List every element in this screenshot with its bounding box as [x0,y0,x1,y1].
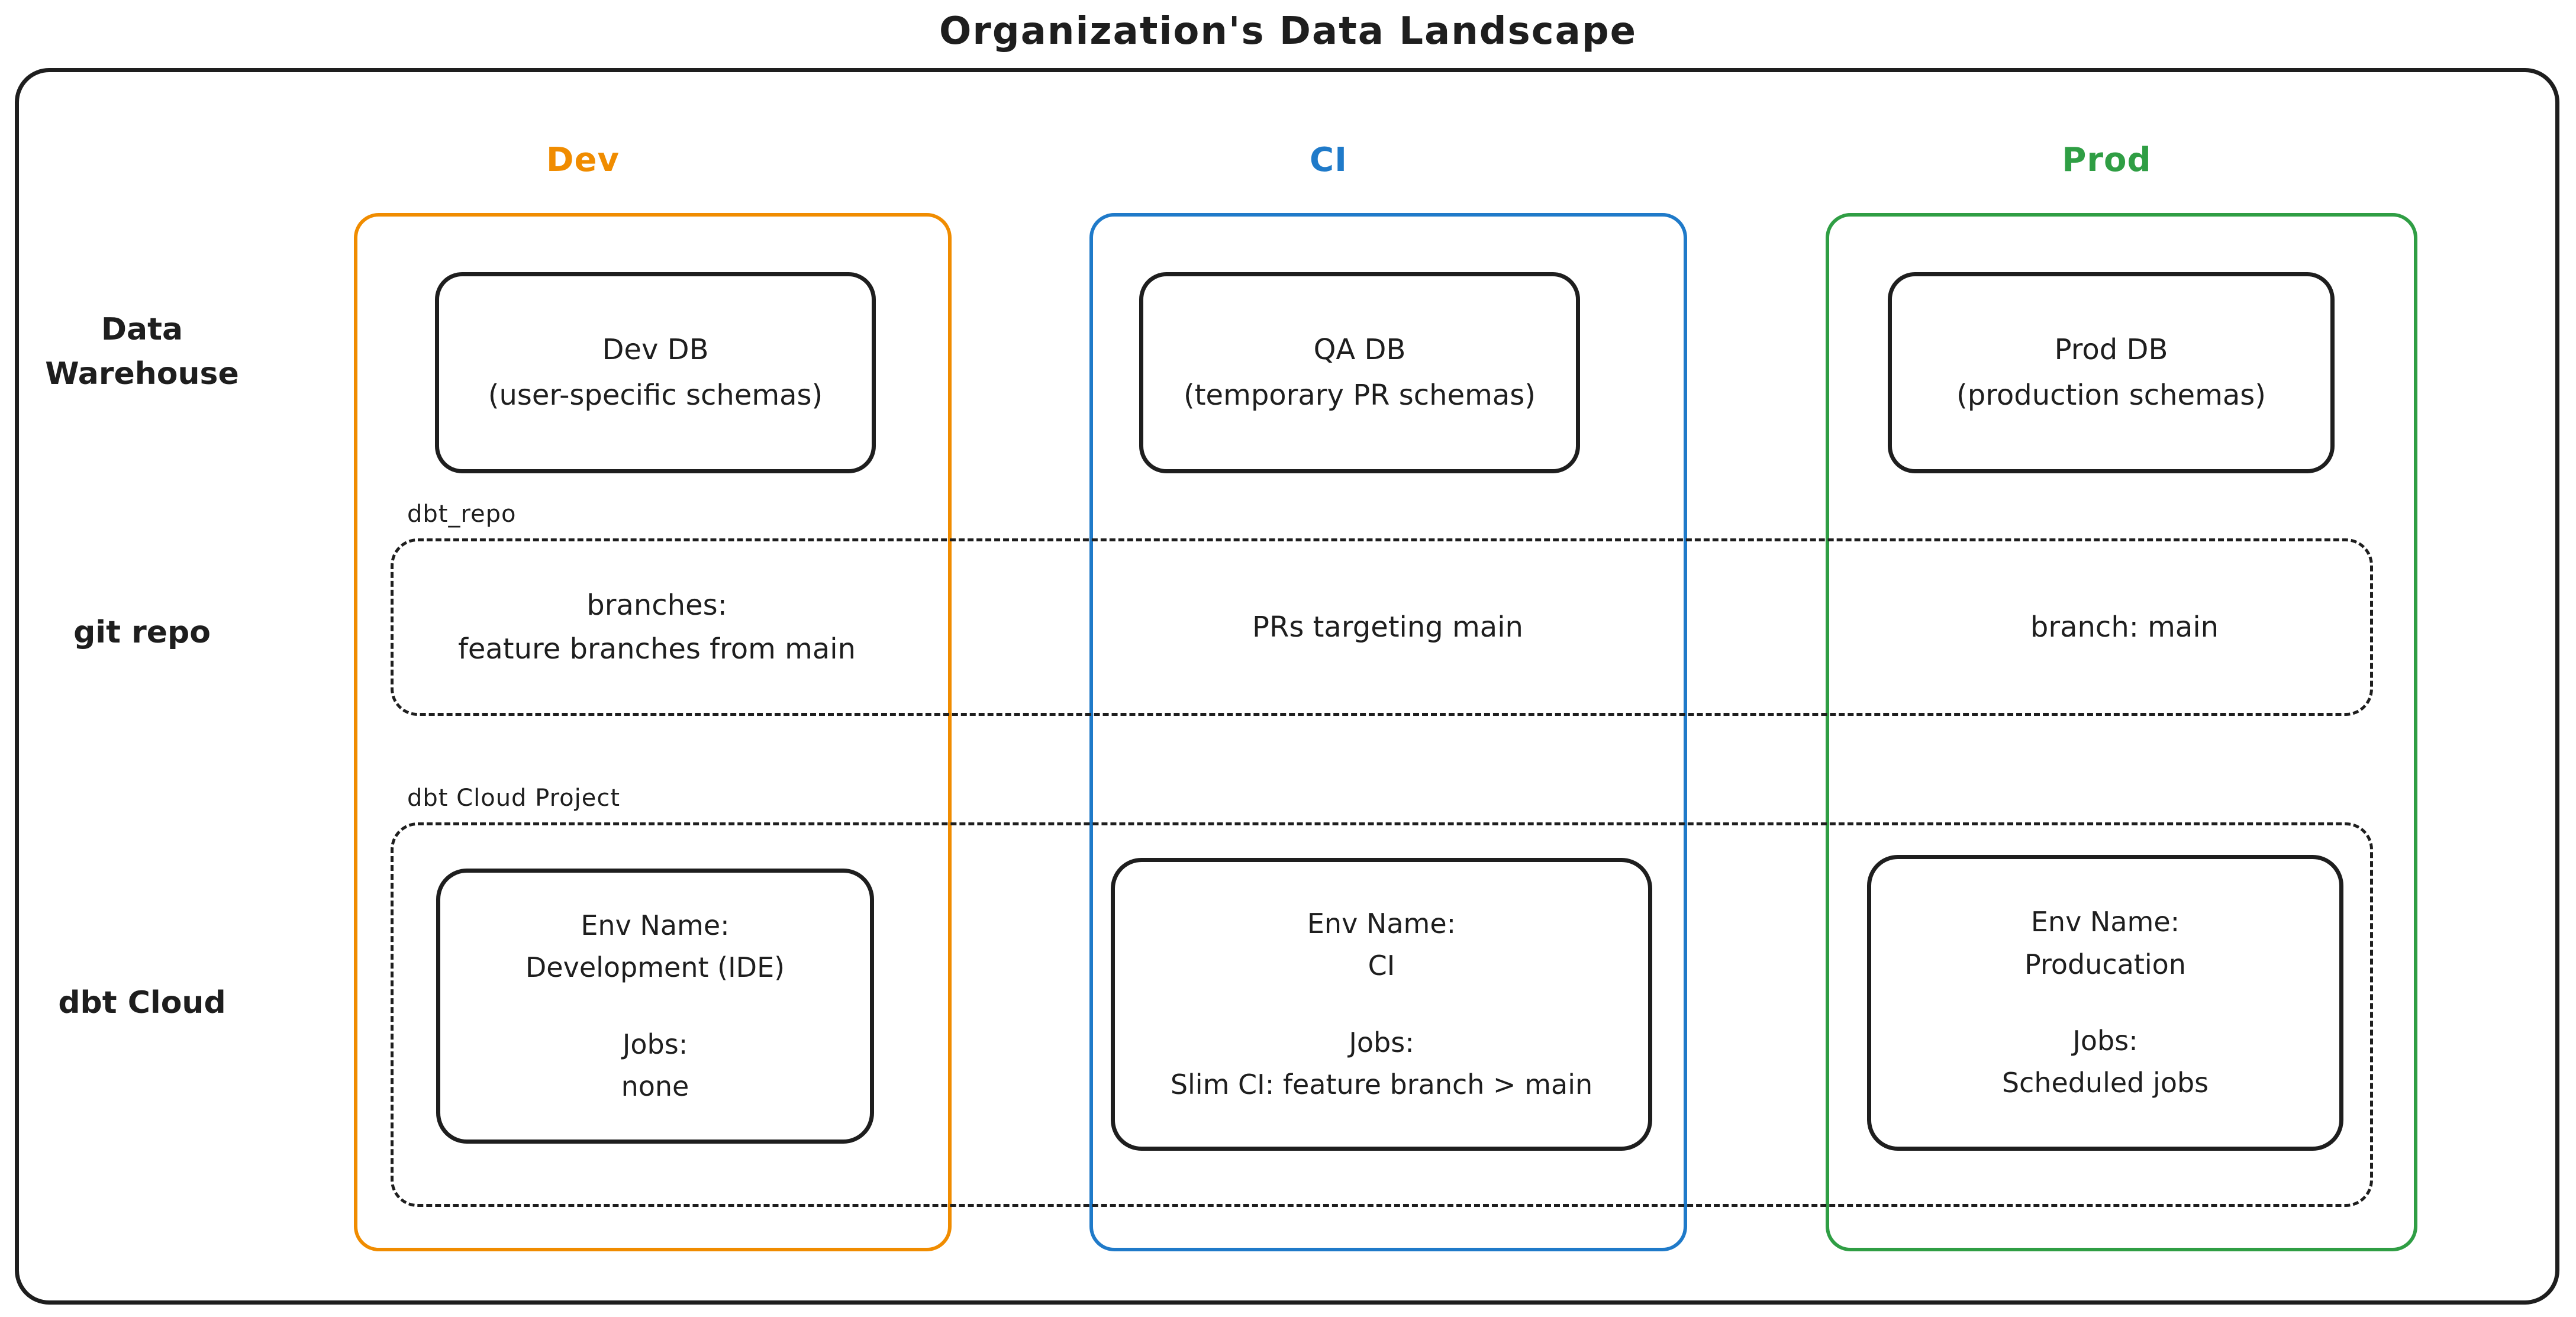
git-repo-ci-line1: PRs targeting main [1252,610,1523,644]
page-title: Organization's Data Landscape [939,9,1637,53]
prod-db-subtitle: (production schemas) [1956,379,2266,412]
dev-db-title: Dev DB [602,333,709,367]
column-header-ci: CI [1310,141,1347,179]
dev-jobs-value: none [621,1070,689,1102]
ci-jobs-label: Jobs: [1349,1026,1414,1058]
ci-column-container [1089,213,1687,1251]
dev-environment-box: Env Name: Development (IDE) Jobs: none [436,869,874,1144]
dev-column-container [354,213,952,1251]
prod-db-title: Prod DB [2054,333,2168,367]
dbt-cloud-project-dashed-container [391,822,2373,1207]
prod-environment-box: Env Name: Producation Jobs: Scheduled jo… [1867,855,2343,1151]
row-label-dbt-cloud: dbt Cloud [58,985,226,1021]
prod-jobs-label: Jobs: [2072,1025,2138,1057]
column-header-prod: Prod [2062,141,2152,179]
prod-jobs-value: Scheduled jobs [2001,1067,2209,1099]
git-repo-dev-cell: branches: feature branches from main [391,538,923,716]
dev-jobs-label: Jobs: [622,1028,688,1060]
prod-env-name-label: Env Name: [2030,906,2180,938]
ci-env-name-value: CI [1368,950,1395,982]
ci-environment-box: Env Name: CI Jobs: Slim CI: feature bran… [1111,858,1652,1151]
git-repo-dev-line1: branches: [586,588,727,622]
qa-db-box: QA DB (temporary PR schemas) [1139,272,1580,473]
git-repo-ci-cell: PRs targeting main [1121,538,1654,716]
dev-env-name-value: Development (IDE) [525,951,785,984]
qa-db-title: QA DB [1313,333,1406,367]
ci-jobs-value: Slim CI: feature branch > main [1170,1068,1593,1100]
row-label-data-warehouse: Data Warehouse [45,312,239,392]
qa-db-subtitle: (temporary PR schemas) [1183,379,1536,412]
git-repo-dev-line2: feature branches from main [457,632,856,666]
row-label-git-repo: git repo [73,615,211,650]
prod-db-box: Prod DB (production schemas) [1888,272,2335,473]
prod-env-name-value: Producation [2024,948,2186,980]
dbt-repo-dashed-container [391,538,2373,716]
git-repo-prod-line1: branch: main [2030,610,2219,644]
column-header-dev: Dev [546,141,620,179]
dbt-cloud-project-label: dbt Cloud Project [407,785,621,812]
git-repo-prod-cell: branch: main [1858,538,2391,716]
dbt-repo-label: dbt_repo [407,501,517,528]
dev-db-subtitle: (user-specific schemas) [488,379,823,412]
dev-env-name-label: Env Name: [581,909,730,941]
dev-db-box: Dev DB (user-specific schemas) [435,272,876,473]
ci-env-name-label: Env Name: [1307,907,1456,940]
prod-column-container [1826,213,2417,1251]
